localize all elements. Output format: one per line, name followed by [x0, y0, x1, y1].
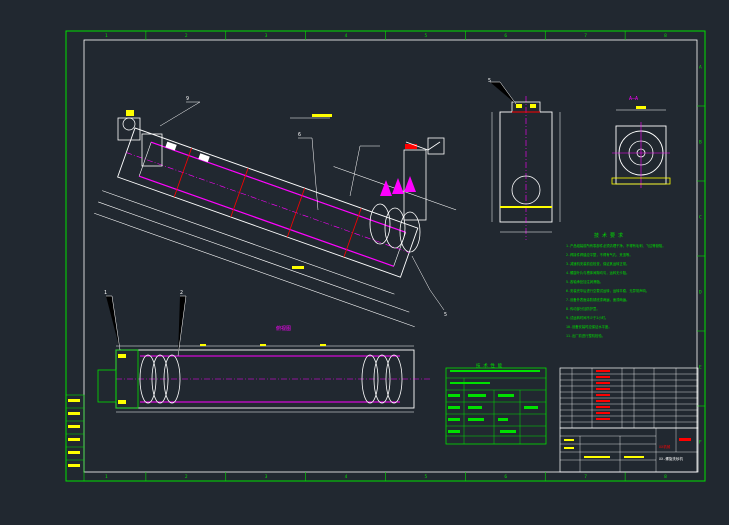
tech-line: 9.试运转时间不少于2小时。: [566, 315, 608, 320]
zone-column-label: 1: [105, 33, 108, 39]
zone-column-label: 2: [185, 33, 188, 39]
callout-2: 2: [180, 290, 183, 296]
tech-line: 7.设备外表面涂防锈底漆两遍，面漆两遍。: [566, 297, 629, 302]
tech-line: 5.各轴承处加注润滑脂。: [566, 279, 603, 284]
zone-row-label: A: [699, 65, 702, 71]
zone-row-label: C: [699, 215, 702, 221]
parts-row-mark: [596, 370, 610, 372]
binding-strip-text: [68, 399, 80, 467]
zone-column-label: 8: [664, 33, 667, 39]
callout-7: 6: [298, 132, 301, 138]
tech-line: 1.产品组装前所有零部件必须清理干净，不得有毛刺、飞边等缺陷。: [566, 243, 666, 248]
tech-line: 4.螺旋叶片与槽体间隙均匀，运转无卡阻。: [566, 270, 629, 275]
drawing-title: XX-螺旋洗砂机: [659, 456, 683, 461]
zone-column-label: 5: [424, 474, 427, 480]
performance-table: 技 术 性 能: [445, 362, 547, 445]
zone-row-label: B: [699, 140, 702, 146]
tech-line: 10.设备安装时应保证水平度。: [566, 324, 612, 329]
callout-5: 5: [488, 78, 491, 84]
tech-line: 3.减速机安装前应检查，保证其运转正常。: [566, 261, 629, 266]
elevation-view: 9 6 5: [94, 96, 457, 328]
tech-line: 2.焊接件焊缝应平整，不得有气孔、夹渣等。: [566, 252, 633, 257]
section-label: A—A: [629, 96, 638, 102]
parts-list: [559, 367, 699, 429]
plan-view: 1 2 俯视图: [97, 290, 430, 413]
zone-column-label: 7: [584, 474, 587, 480]
callout-1: 1: [104, 290, 107, 296]
parts-row-mark: [596, 406, 610, 408]
zone-column-label: 2: [185, 474, 188, 480]
zone-row-label: D: [699, 290, 702, 296]
callout-9: 9: [186, 96, 189, 102]
parts-row-mark: [596, 418, 610, 420]
zone-column-label: 1: [105, 474, 108, 480]
section-a-a: A—A: [611, 96, 671, 188]
zone-row-label: F: [699, 440, 702, 446]
tech-line: 11.出厂前进行整机检验。: [566, 333, 605, 338]
zone-column-label: 5: [424, 33, 427, 39]
zone-row-label: E: [699, 365, 702, 371]
zone-column-label: 3: [265, 474, 268, 480]
side-view: 5: [488, 78, 561, 240]
perf-title: 技 术 性 能: [476, 362, 503, 369]
title-block: XX机械 XX-螺旋洗砂机: [559, 427, 699, 473]
parts-row-mark: [596, 388, 610, 390]
company-name: XX机械: [659, 444, 671, 449]
parts-row-mark: [596, 382, 610, 384]
tech-line: 6.安装完毕后进行空载试运转，运转平稳、无异常声响。: [566, 288, 649, 293]
zone-column-label: 6: [504, 33, 507, 39]
parts-row-mark: [596, 376, 610, 378]
binding-strip: [65, 394, 85, 482]
plan-view-label: 俯视图: [276, 325, 291, 332]
zone-column-label: 4: [345, 33, 348, 39]
tech-title: 技 术 要 求: [594, 232, 623, 239]
zone-column-label: 7: [584, 33, 587, 39]
tech-requirements: 技 术 要 求 1.产品组装前所有零部件必须清理干净，不得有毛刺、飞边等缺陷。 …: [566, 232, 666, 338]
zone-column-label: 8: [664, 474, 667, 480]
parts-row-mark: [596, 394, 610, 396]
callout-6: 5: [444, 312, 447, 318]
zone-column-label: 4: [345, 474, 348, 480]
parts-row-mark: [596, 412, 610, 414]
zone-column-label: 6: [504, 474, 507, 480]
zone-column-label: 3: [265, 33, 268, 39]
tech-line: 8.传动部分加防护罩。: [566, 306, 600, 311]
parts-row-mark: [596, 400, 610, 402]
